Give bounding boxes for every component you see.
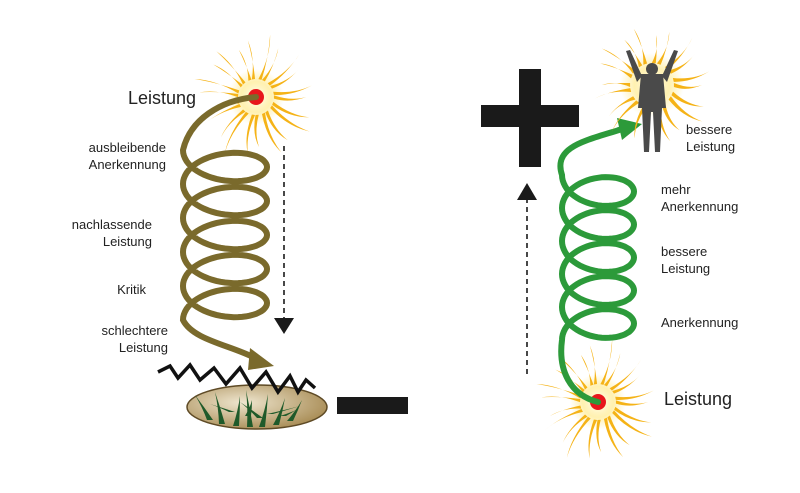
right-spiral bbox=[557, 125, 638, 405]
sun-ray bbox=[202, 104, 241, 126]
sun-ray bbox=[261, 112, 282, 153]
sun-ray bbox=[603, 417, 624, 458]
sun-ray bbox=[541, 396, 581, 403]
person-icon bbox=[626, 50, 678, 152]
sun-ray bbox=[238, 49, 252, 81]
sun-ray bbox=[213, 64, 243, 88]
grass-blade bbox=[273, 398, 285, 425]
sun-ray bbox=[673, 83, 702, 89]
grass-blade bbox=[215, 392, 225, 424]
sun-ray bbox=[612, 410, 652, 437]
sun-ray bbox=[634, 105, 648, 139]
sun-ray bbox=[246, 114, 256, 154]
sun-ray bbox=[661, 102, 680, 131]
right-step-4: Anerkennung bbox=[661, 315, 739, 330]
sun-ray bbox=[633, 28, 648, 65]
sun-ray bbox=[601, 48, 636, 74]
sun-ray bbox=[220, 109, 246, 138]
sun-ray bbox=[672, 71, 710, 82]
sun-ray bbox=[594, 88, 632, 99]
left-spiral bbox=[179, 94, 271, 361]
sun-ray bbox=[562, 414, 588, 443]
sun-ray bbox=[247, 40, 256, 80]
sun-ray bbox=[668, 53, 695, 74]
sun-ray bbox=[607, 415, 630, 446]
left-dashed-arrowhead bbox=[274, 318, 294, 334]
sun-ray bbox=[199, 91, 239, 98]
sun-ray bbox=[273, 95, 307, 101]
crack-line bbox=[157, 362, 317, 396]
sun-ray bbox=[216, 51, 246, 85]
sun-ray bbox=[596, 419, 602, 453]
sun-ray bbox=[651, 35, 658, 64]
sun-ray bbox=[611, 100, 640, 133]
sun-ray bbox=[609, 96, 636, 117]
grass-blade bbox=[195, 395, 213, 420]
sun-ray bbox=[624, 39, 643, 68]
sun-ray bbox=[544, 409, 583, 431]
grass-blade bbox=[280, 410, 296, 416]
sun-ray bbox=[671, 91, 704, 107]
sun-ray bbox=[267, 54, 300, 86]
plus-sign bbox=[481, 69, 579, 167]
left-step-3: Kritik bbox=[117, 282, 146, 297]
left-spiral-arrowhead bbox=[248, 348, 274, 370]
grass-blade bbox=[210, 404, 235, 412]
grass-blade bbox=[259, 394, 268, 427]
sun-ray bbox=[602, 82, 631, 87]
sun-ray bbox=[668, 96, 703, 122]
sun-ray bbox=[272, 101, 310, 118]
right-dashed-arrowhead bbox=[517, 183, 537, 200]
sun-ray bbox=[254, 114, 260, 148]
grass-blade bbox=[233, 396, 240, 426]
grass-blade bbox=[245, 400, 252, 416]
sun-ray bbox=[558, 356, 588, 390]
sun-ray bbox=[555, 369, 585, 393]
sun-ray bbox=[615, 400, 649, 406]
sun-ray bbox=[273, 85, 312, 95]
right-end-label: Leistung bbox=[664, 389, 733, 409]
ground-patch bbox=[157, 362, 328, 430]
left-start-label: Leistung bbox=[127, 88, 196, 108]
sun-ray bbox=[609, 359, 642, 391]
sun-ray bbox=[614, 406, 652, 423]
right-spiral-arrowhead bbox=[617, 118, 642, 140]
sun-ray bbox=[656, 31, 670, 65]
sun-ray bbox=[270, 105, 310, 132]
sun-ray bbox=[265, 110, 288, 141]
left-sun-icon bbox=[194, 34, 312, 154]
grass-blade bbox=[287, 400, 302, 421]
minus-sign bbox=[337, 397, 408, 414]
sun-ray bbox=[589, 345, 598, 385]
sun-ray bbox=[549, 405, 582, 417]
sun-ray bbox=[580, 354, 594, 386]
sun-ray bbox=[588, 419, 598, 459]
grass-blade bbox=[240, 402, 263, 418]
grass-icon bbox=[195, 390, 302, 427]
sun-ray bbox=[270, 69, 299, 89]
sun-ray bbox=[615, 390, 654, 400]
sun-ray bbox=[612, 374, 641, 394]
